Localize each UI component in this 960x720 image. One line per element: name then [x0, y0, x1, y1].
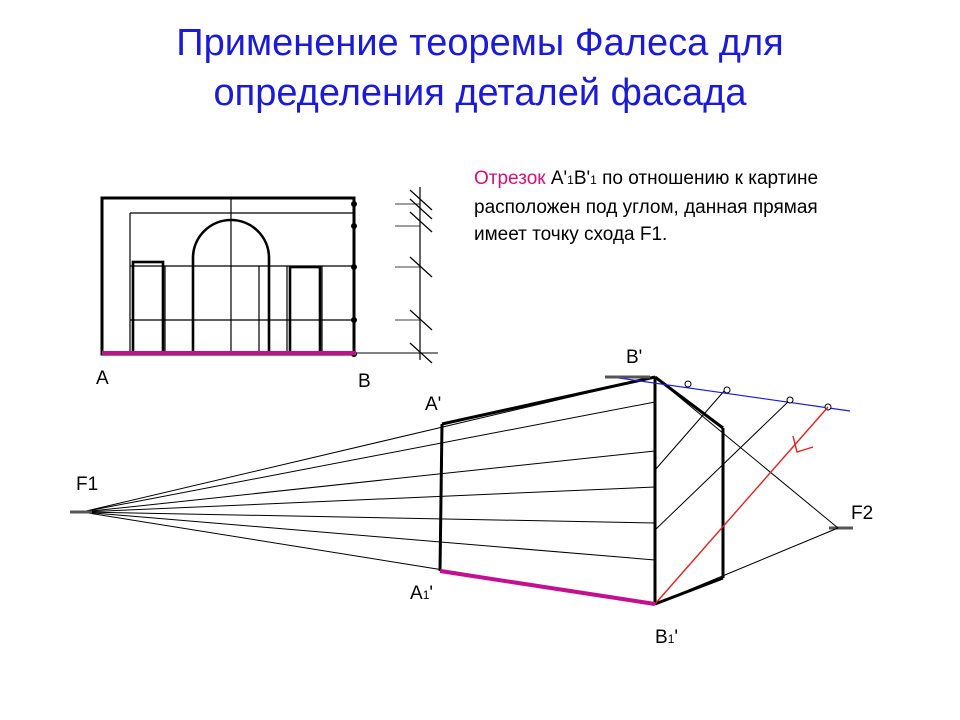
- label-a1-tail: ': [429, 583, 434, 604]
- side-face: [654, 375, 839, 606]
- label-a1-main: А: [410, 583, 423, 604]
- description-rest: по отношению к картине расположен под уг…: [474, 168, 819, 245]
- red-construction-line: [654, 406, 829, 605]
- blue-line-points: [684, 380, 832, 411]
- facade-elevation: [100, 196, 357, 357]
- description-text: Отрезок А'1В'1 по отношению к картине ра…: [474, 165, 854, 248]
- label-f2: F2: [851, 503, 874, 524]
- label-a1-sub: 1: [422, 588, 430, 602]
- page-title: Применение теоремы Фалеса для определени…: [0, 18, 960, 118]
- label-f1: F1: [76, 474, 99, 495]
- description-b: В': [573, 168, 591, 189]
- vanishing-rays-f1: [81, 376, 656, 605]
- label-a: А: [96, 368, 109, 389]
- description-a: А': [550, 168, 568, 189]
- left-window: [131, 260, 165, 356]
- label-b-prime: В': [626, 347, 643, 368]
- label-b1-main: В: [655, 627, 668, 648]
- auxiliary-blue-line: [611, 376, 851, 412]
- label-a1-prime: А1': [410, 584, 433, 605]
- title-line-2: определения деталей фасада: [213, 72, 747, 114]
- label-b1-prime: В1': [655, 628, 678, 649]
- description-highlight: Отрезок: [474, 168, 546, 189]
- front-face: [438, 375, 657, 604]
- label-b1-sub: 1: [667, 632, 675, 646]
- label-b1-tail: ': [674, 627, 679, 648]
- title-line-1: Применение теоремы Фалеса для: [176, 22, 784, 64]
- height-scale: [395, 187, 433, 364]
- description-a-sub: 1: [567, 173, 574, 187]
- label-b: В: [358, 371, 371, 392]
- segment-a1b1: [439, 569, 656, 606]
- arch-window: [191, 218, 271, 354]
- description-b-sub: 1: [590, 173, 597, 187]
- right-window: [288, 265, 322, 356]
- label-a-prime: А': [425, 394, 442, 415]
